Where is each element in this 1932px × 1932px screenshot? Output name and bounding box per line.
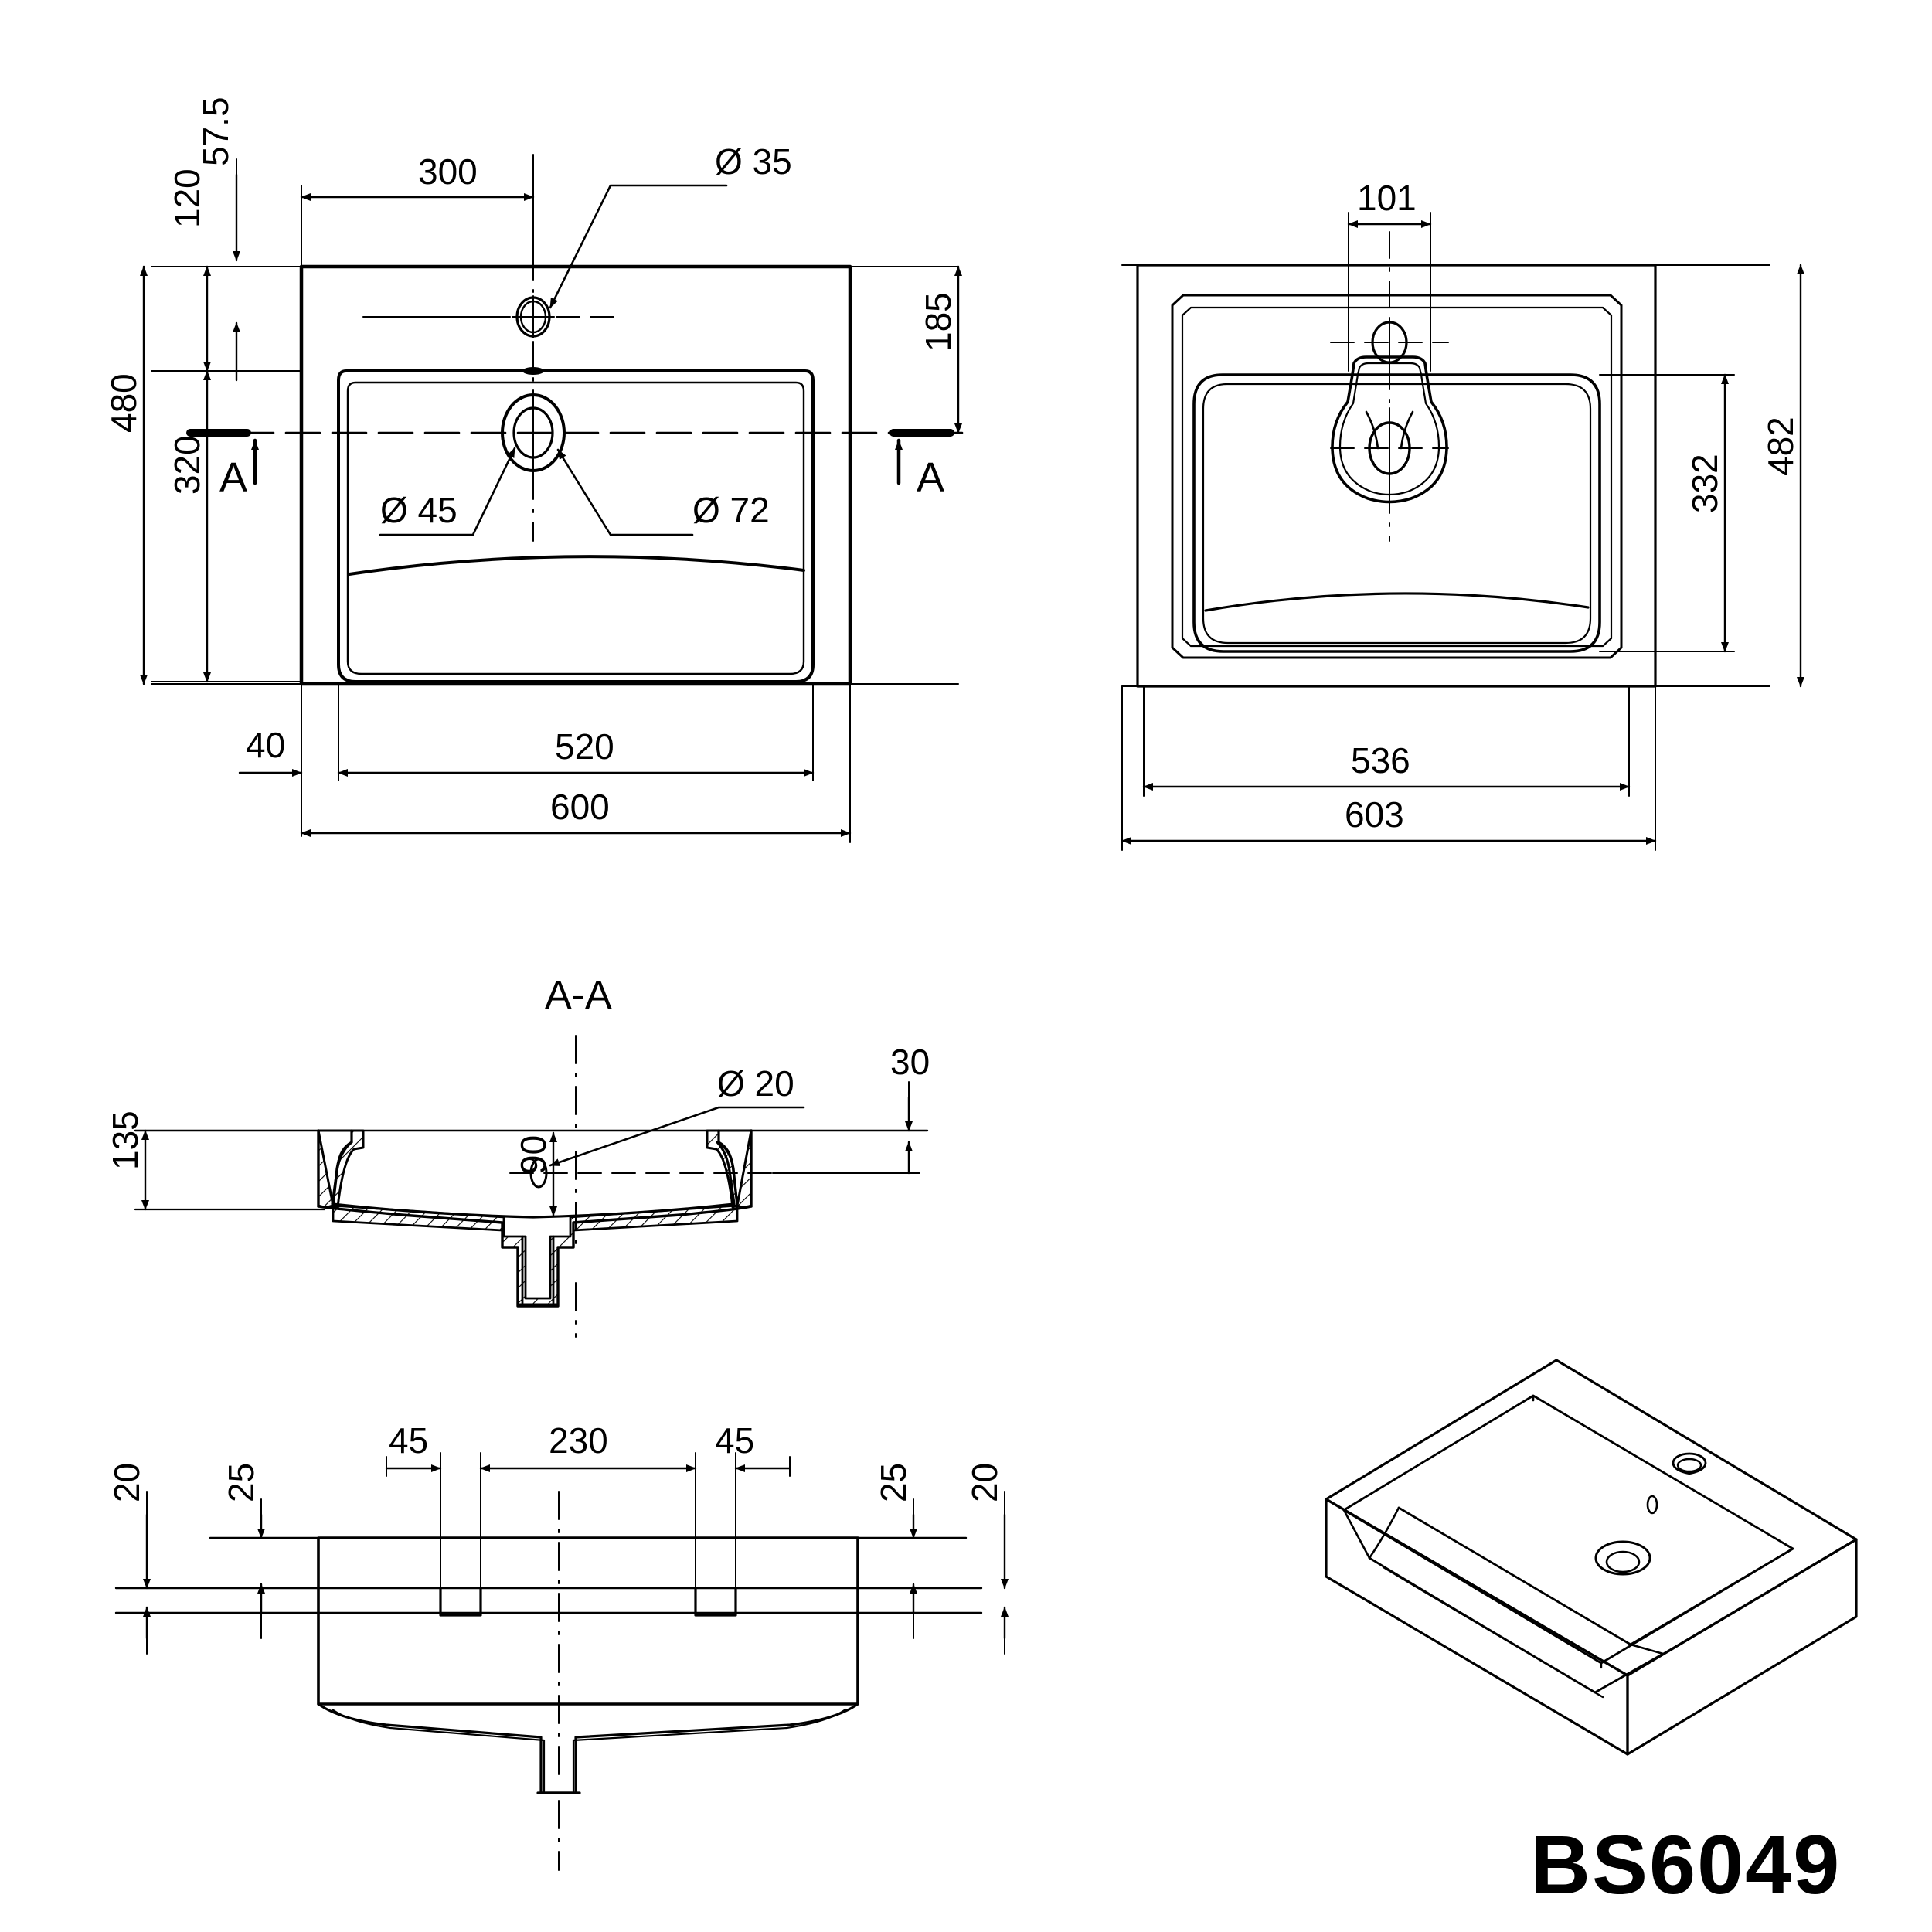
section-title-aa: A-A <box>545 973 612 1018</box>
dimension-label-482: 482 <box>1760 417 1801 476</box>
dimension-label-diameter-72: Ø 72 <box>692 490 770 530</box>
dimension-101: 101 <box>1347 178 1432 372</box>
dimension-25-right: 25 <box>873 1463 917 1639</box>
dimension-diameter-72: Ø 72 <box>556 448 770 536</box>
dimension-label-diameter-20: Ø 20 <box>717 1063 794 1104</box>
dimension-45-right: 45 <box>715 1420 791 1594</box>
dimension-120: 120 <box>151 168 302 372</box>
dimension-45-left: 45 <box>385 1420 442 1594</box>
dimension-label-diameter-35: Ø 35 <box>715 141 792 182</box>
dimension-480: 480 <box>104 265 148 685</box>
part-code-container: BS6049 <box>1530 1816 1901 1913</box>
dimension-label-40: 40 <box>246 725 285 765</box>
dimension-label-332: 332 <box>1685 454 1725 513</box>
dimension-603: 603 <box>1121 685 1657 851</box>
dimension-label-101: 101 <box>1357 178 1417 218</box>
dimension-diameter-35: Ø 35 <box>549 141 792 309</box>
dimension-label-520: 520 <box>555 726 614 767</box>
dimension-20-right: 20 <box>964 1463 1009 1655</box>
dimension-40: 40 <box>238 683 339 837</box>
dimension-label-25-right: 25 <box>873 1463 913 1502</box>
dimension-label-300: 300 <box>418 151 478 192</box>
dimension-482: 482 <box>1760 264 1804 688</box>
dimension-600: 600 <box>300 683 852 843</box>
dimension-90: 90 <box>513 1131 557 1217</box>
dimension-label-25-left: 25 <box>221 1463 261 1502</box>
dimension-label-45-right: 45 <box>715 1420 754 1461</box>
dimension-label-320: 320 <box>167 435 207 495</box>
dimension-185: 185 <box>918 265 962 434</box>
dimension-57-5: 57.5 <box>196 97 240 382</box>
dimension-label-600: 600 <box>550 787 610 827</box>
section-marker-a-left: A <box>219 454 247 501</box>
dimension-label-603: 603 <box>1345 794 1404 835</box>
view-isometric <box>1325 1359 1858 1756</box>
dimension-label-135: 135 <box>105 1111 145 1170</box>
dimension-label-90: 90 <box>513 1135 553 1175</box>
section-marker-a-right: A <box>917 454 944 501</box>
dimension-536: 536 <box>1142 685 1631 797</box>
view-bottom-plan: 101 332 482 536 603 <box>1121 178 1804 851</box>
view-section-aa: A-A <box>105 973 930 1338</box>
dimension-diameter-20: Ø 20 <box>549 1063 805 1167</box>
dimension-230: 230 <box>479 1420 697 1594</box>
dimension-label-230: 230 <box>549 1420 608 1461</box>
dimension-20-left: 20 <box>107 1463 151 1655</box>
dimension-25-left: 25 <box>221 1463 265 1639</box>
dimension-diameter-45: Ø 45 <box>379 447 516 536</box>
dimension-label-536: 536 <box>1351 740 1410 781</box>
dimension-520: 520 <box>337 683 815 781</box>
dimension-label-diameter-45: Ø 45 <box>380 490 457 530</box>
dimension-label-45-left: 45 <box>389 1420 428 1461</box>
dimension-label-120: 120 <box>167 168 207 228</box>
part-code-text: BS6049 <box>1530 1818 1842 1911</box>
dimension-label-30: 30 <box>890 1042 930 1082</box>
dimension-label-57-5: 57.5 <box>196 97 236 166</box>
view-top-plan: A A 57.5 300 Ø 35 120 <box>104 97 964 843</box>
dimension-label-20-right: 20 <box>964 1463 1005 1502</box>
view-front-elevation: 45 230 45 25 2 <box>107 1420 1009 1871</box>
dimension-135: 135 <box>105 1111 326 1211</box>
dimension-300: 300 <box>300 151 535 267</box>
dimension-label-20-left: 20 <box>107 1463 147 1502</box>
dimension-30: 30 <box>772 1042 930 1175</box>
dimension-label-185: 185 <box>918 292 958 352</box>
dimension-320: 320 <box>151 369 302 683</box>
dimension-332: 332 <box>1599 373 1735 653</box>
dimension-label-480: 480 <box>104 373 144 433</box>
